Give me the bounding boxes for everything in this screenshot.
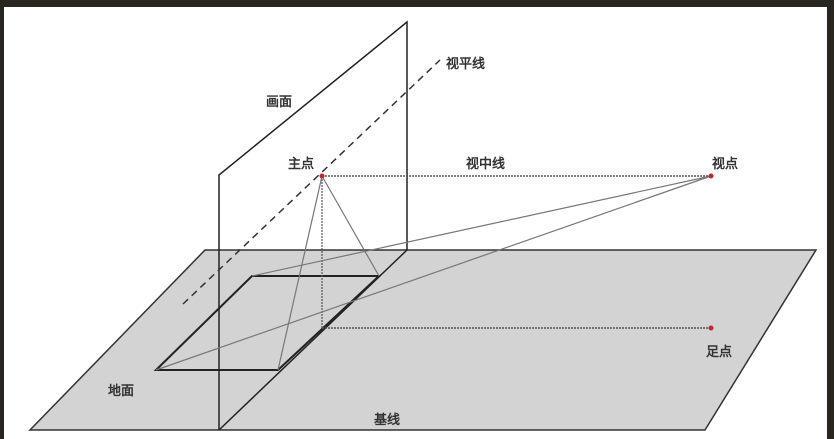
label-principal-point: 主点 xyxy=(288,156,314,172)
vanishing-line-2 xyxy=(277,175,323,371)
label-base-line: 基线 xyxy=(373,412,400,428)
principal-point-marker xyxy=(319,173,325,179)
picture-plane xyxy=(218,20,408,430)
label-picture-plane: 画面 xyxy=(266,95,292,110)
label-foot-point: 足点 xyxy=(706,344,732,360)
label-horizon-line: 视平线 xyxy=(446,56,485,72)
eye-point-marker xyxy=(708,173,714,179)
vanishing-line-1 xyxy=(321,175,380,277)
label-eye-point: 视点 xyxy=(712,156,738,172)
ground-plane xyxy=(28,249,818,431)
sight-line-2 xyxy=(155,175,712,371)
foot-point-marker xyxy=(708,325,714,331)
label-central-visual-ray: 视中线 xyxy=(466,156,505,172)
label-ground-plane: 地面 xyxy=(108,383,134,399)
sight-line-1 xyxy=(251,175,712,277)
